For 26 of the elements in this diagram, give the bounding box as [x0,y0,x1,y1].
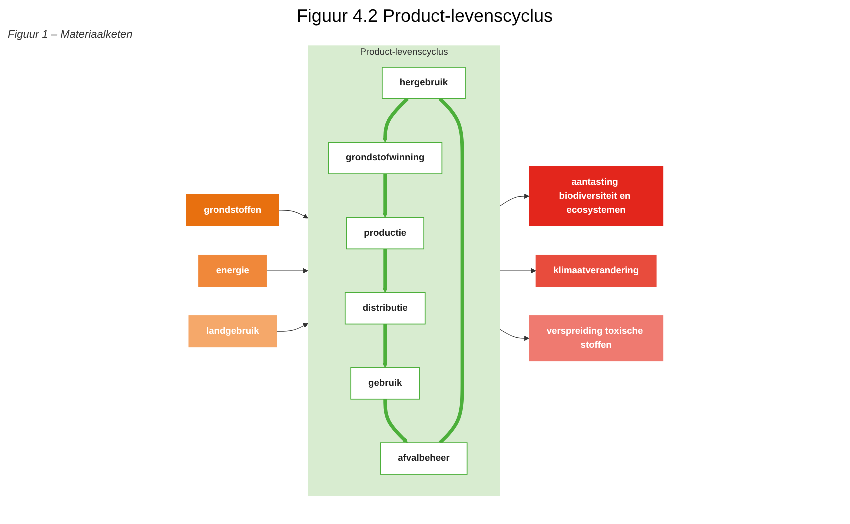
node-box: grondstofwinning [328,142,443,174]
arrow [500,194,530,207]
figure-label: Figuur 1 – Materiaalketen [8,29,134,41]
node-box: productie [346,217,424,250]
node-box: afvalbeheer [380,442,468,475]
node-box: klimaatverandering [536,255,657,288]
node-box: verspreiding toxische stoffen [529,316,664,362]
arrow [266,268,308,274]
node-box: hergebruik [382,67,466,100]
arrow [500,329,530,342]
arrow [278,210,308,219]
arrow [382,98,410,143]
node-box: landgebruik [188,316,278,348]
node-box: grondstoffen [186,194,280,226]
arrow [382,174,388,218]
arrow [276,323,308,332]
figure-title: Figuur 4.2 Product-levenscyclus [296,6,554,27]
node-box: aantasting biodiversiteit en ecosystemen [529,166,664,226]
node-box: gebruik [350,368,420,400]
node-box: distributie [344,292,426,325]
arrow [382,324,388,368]
arrow [500,268,536,274]
connector [438,98,464,444]
arrow [382,249,388,294]
node-box: energie [198,255,268,288]
arrow [384,399,408,444]
